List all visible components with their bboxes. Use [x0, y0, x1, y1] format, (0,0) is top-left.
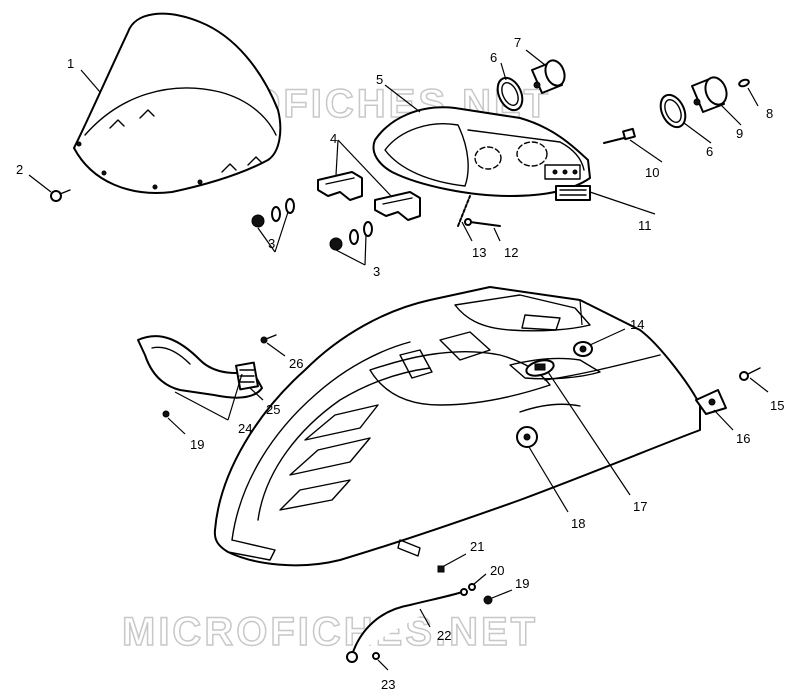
- callout-20: 20: [490, 563, 504, 578]
- callout-19-right: 19: [515, 576, 529, 591]
- callout-17: 17: [633, 499, 647, 514]
- hood-grommet-side: [516, 426, 538, 448]
- callout-15: 15: [770, 398, 784, 413]
- callout-3-lower: 3: [373, 264, 380, 279]
- callout-26: 26: [289, 356, 303, 371]
- side-panel: [137, 335, 263, 399]
- callout-18: 18: [571, 516, 585, 531]
- hood-clip: [739, 367, 761, 381]
- console-screw: [464, 218, 501, 227]
- callout-19-left: 19: [190, 437, 204, 452]
- gauge-ring-right: [659, 93, 687, 129]
- temperature-switch: [603, 127, 636, 144]
- hood-cable: [346, 588, 468, 663]
- cable-nut: [483, 595, 493, 605]
- gauge-tachometer: [691, 76, 728, 113]
- callout-3-upper: 3: [268, 236, 275, 251]
- cable-end: [372, 652, 380, 660]
- callout-16: 16: [736, 431, 750, 446]
- cable-clip: [437, 565, 445, 573]
- callout-2: 2: [16, 162, 23, 177]
- callout-12: 12: [504, 245, 518, 260]
- callout-21: 21: [470, 539, 484, 554]
- indicator-bulb: [738, 78, 750, 88]
- callout-11: 11: [638, 218, 652, 233]
- hardware-set-upper: [251, 198, 295, 228]
- cable-washer: [468, 583, 476, 591]
- callout-14: 14: [630, 317, 644, 332]
- callout-1: 1: [67, 56, 74, 71]
- hood-assembly: [213, 286, 701, 567]
- callout-24: 24: [238, 421, 252, 436]
- callout-6-left: 6: [490, 50, 497, 65]
- hood-latch: [525, 359, 555, 377]
- panel-nut: [162, 410, 170, 418]
- hardware-set-lower: [329, 221, 373, 251]
- callout-9: 9: [736, 126, 743, 141]
- callout-8: 8: [766, 106, 773, 121]
- callouts: 1 2 3 3 4 5 6 7 8 9 6 10 11 12 13 14 15 …: [16, 35, 784, 692]
- gauge-speedometer: [531, 59, 566, 94]
- leader-lines: [28, 49, 769, 671]
- callout-23: 23: [381, 677, 395, 692]
- windshield-screw: [50, 189, 71, 202]
- hood-grommet-upper: [573, 341, 593, 357]
- callout-22: 22: [437, 628, 451, 643]
- callout-13: 13: [472, 245, 486, 260]
- callout-6-right: 6: [706, 144, 713, 159]
- instrument-console: [372, 106, 591, 197]
- gauge-ring-left: [496, 76, 524, 112]
- spring-pin: [457, 195, 471, 227]
- callout-7: 7: [514, 35, 521, 50]
- panel-screw: [260, 334, 277, 344]
- callout-5: 5: [376, 72, 383, 87]
- mounting-brackets: [317, 171, 421, 221]
- callout-10: 10: [645, 165, 659, 180]
- windshield: [73, 12, 282, 194]
- hood-bracket: [695, 389, 727, 415]
- watermark-bottom: MICROFICHES.NET: [122, 610, 538, 654]
- wire-connector: [555, 185, 591, 201]
- callout-4: 4: [330, 131, 337, 146]
- callout-25: 25: [266, 402, 280, 417]
